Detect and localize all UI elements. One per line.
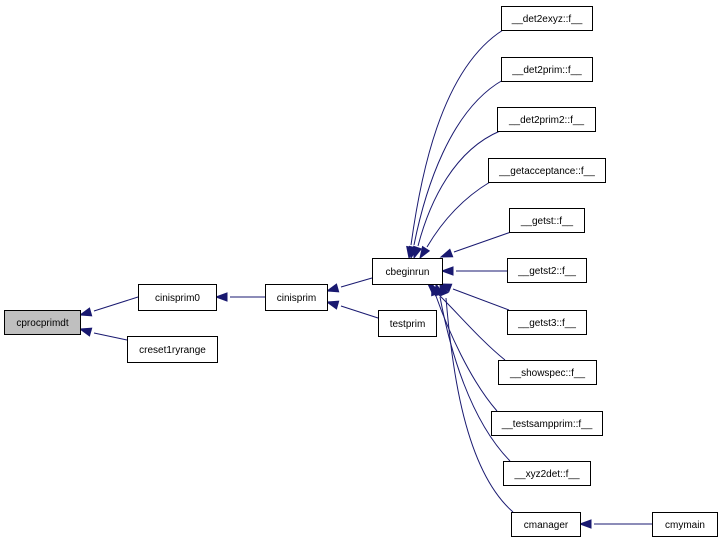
edge-cinisprim-to-cinisprim0 bbox=[214, 292, 265, 302]
node-testsampprim[interactable]: __testsampprim::f__ bbox=[491, 411, 603, 436]
node-label: __getst2::f__ bbox=[517, 266, 576, 277]
arrowhead-icon bbox=[439, 248, 454, 258]
node-box bbox=[138, 284, 217, 311]
node-det2prim2[interactable]: __det2prim2::f__ bbox=[497, 107, 596, 132]
node-creset1ryrange[interactable]: creset1ryrange bbox=[127, 336, 218, 363]
node-getst3[interactable]: __getst3::f__ bbox=[507, 310, 587, 335]
node-label: __showspec::f__ bbox=[509, 368, 585, 379]
edge-cmymain-to-cmanager bbox=[578, 519, 652, 529]
edge-line bbox=[452, 288, 510, 311]
arrowhead-icon bbox=[325, 283, 340, 293]
node-label: __getst::f__ bbox=[520, 216, 574, 227]
edge-line bbox=[93, 296, 139, 312]
node-label: cprocprimdt bbox=[16, 318, 68, 329]
node-label: testprim bbox=[390, 319, 426, 330]
edge-cbeginrun-to-cinisprim bbox=[325, 277, 373, 293]
node-label: __getacceptance::f__ bbox=[498, 166, 595, 177]
node-box bbox=[4, 310, 81, 335]
edge-line bbox=[453, 231, 512, 253]
edges-layer bbox=[78, 29, 652, 529]
arrowhead-icon bbox=[439, 282, 449, 297]
edge-testprim-to-cinisprim bbox=[325, 300, 379, 319]
node-testprim[interactable]: testprim bbox=[378, 310, 437, 337]
arrowhead-icon bbox=[413, 245, 423, 260]
node-label: __testsampprim::f__ bbox=[501, 419, 593, 430]
node-label: cbeginrun bbox=[386, 267, 430, 278]
node-box bbox=[491, 411, 603, 436]
node-label: cmanager bbox=[524, 520, 569, 531]
arrowhead-icon bbox=[419, 245, 431, 260]
edge-line bbox=[435, 295, 498, 412]
node-box bbox=[265, 284, 328, 311]
node-cmanager[interactable]: cmanager bbox=[511, 512, 581, 537]
node-box bbox=[509, 208, 585, 233]
edge-creset1ryrange-to-cprocprimdt bbox=[78, 327, 128, 341]
edge-line bbox=[340, 305, 379, 319]
node-getst[interactable]: __getst::f__ bbox=[509, 208, 585, 233]
edge-line bbox=[426, 181, 491, 248]
arrowhead-icon bbox=[78, 307, 93, 317]
node-cmymain[interactable]: cmymain bbox=[652, 512, 718, 537]
node-label: cinisprim0 bbox=[155, 293, 200, 304]
node-label: __getst3::f__ bbox=[517, 318, 576, 329]
node-box bbox=[372, 258, 443, 285]
node-det2exyz[interactable]: __det2exyz::f__ bbox=[501, 6, 593, 31]
arrowhead-icon bbox=[214, 292, 228, 302]
node-label: __xyz2det::f__ bbox=[513, 469, 579, 480]
node-box bbox=[488, 158, 606, 183]
node-label: __det2exyz::f__ bbox=[511, 14, 583, 25]
arrowhead-icon bbox=[440, 266, 454, 276]
node-box bbox=[378, 310, 437, 337]
node-box bbox=[511, 512, 581, 537]
edge-cmanager-to-cbeginrun bbox=[439, 282, 514, 513]
node-cbeginrun[interactable]: cbeginrun bbox=[372, 258, 443, 285]
arrowhead-icon bbox=[325, 300, 340, 310]
node-box bbox=[652, 512, 718, 537]
node-cprocprimdt: cprocprimdt bbox=[4, 310, 81, 335]
edge-getst3-to-cbeginrun bbox=[438, 283, 510, 311]
edge-getacceptance-to-cbeginrun bbox=[419, 181, 491, 260]
node-box bbox=[498, 360, 597, 385]
edge-line bbox=[439, 296, 511, 462]
edge-line bbox=[436, 292, 506, 361]
node-label: __det2prim2::f__ bbox=[508, 115, 584, 126]
edge-getst-to-cbeginrun bbox=[439, 231, 512, 258]
node-box bbox=[501, 6, 593, 31]
edge-line bbox=[413, 79, 504, 246]
edge-line bbox=[340, 277, 373, 288]
nodes-layer: cprocprimdt cinisprim0 creset1ryrange cinis… bbox=[4, 6, 718, 537]
edge-det2exyz-to-cbeginrun bbox=[406, 29, 504, 260]
edge-getst2-to-cbeginrun bbox=[440, 266, 507, 276]
node-box bbox=[507, 310, 587, 335]
node-cinisprim[interactable]: cinisprim bbox=[265, 284, 328, 311]
edge-cinisprim0-to-cprocprimdt bbox=[78, 296, 139, 317]
node-box bbox=[507, 258, 587, 283]
node-showspec[interactable]: __showspec::f__ bbox=[498, 360, 597, 385]
node-cinisprim0[interactable]: cinisprim0 bbox=[138, 284, 217, 311]
node-det2prim[interactable]: __det2prim::f__ bbox=[501, 57, 593, 82]
node-box bbox=[127, 336, 218, 363]
arrowhead-icon bbox=[578, 519, 592, 529]
edge-showspec-to-cbeginrun bbox=[426, 282, 506, 361]
node-label: cmymain bbox=[665, 520, 705, 531]
edge-line bbox=[410, 29, 504, 246]
node-box bbox=[497, 107, 596, 132]
edge-line bbox=[93, 332, 128, 341]
node-label: cinisprim bbox=[277, 293, 316, 304]
edge-line bbox=[417, 130, 501, 247]
arrowhead-icon bbox=[78, 327, 93, 337]
node-box bbox=[503, 461, 591, 486]
node-label: __det2prim::f__ bbox=[511, 65, 582, 76]
edge-line bbox=[445, 297, 514, 513]
arrowhead-icon bbox=[438, 283, 453, 293]
node-label: creset1ryrange bbox=[139, 345, 206, 356]
node-xyz2det[interactable]: __xyz2det::f__ bbox=[503, 461, 591, 486]
node-box bbox=[501, 57, 593, 82]
edge-det2prim2-to-cbeginrun bbox=[413, 130, 501, 260]
node-getacceptance[interactable]: __getacceptance::f__ bbox=[488, 158, 606, 183]
node-getst2[interactable]: __getst2::f__ bbox=[507, 258, 587, 283]
